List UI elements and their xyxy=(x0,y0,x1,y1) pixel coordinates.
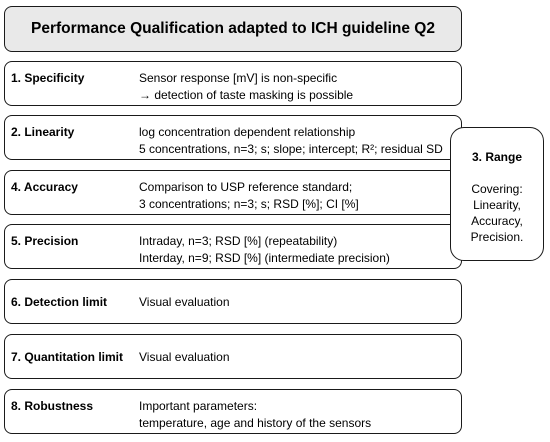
row-quantitation-limit: 7. Quantitation limit Visual evaluation xyxy=(4,334,462,379)
row-line: Important parameters: xyxy=(139,399,258,413)
row-accuracy: 4. Accuracy Comparison to USP reference … xyxy=(4,170,462,215)
row-line: Interday, n=9; RSD [%] (intermediate pre… xyxy=(139,251,390,265)
range-line: Precision. xyxy=(470,230,524,244)
row-line: Sensor response [mV] is non-specific xyxy=(139,71,338,85)
range-description: Covering: Linearity, Accuracy, Precision… xyxy=(451,181,543,245)
row-line: Visual evaluation xyxy=(139,350,230,364)
row-label: 1. Specificity xyxy=(11,71,85,85)
row-label: 4. Accuracy xyxy=(11,180,78,194)
row-label: 7. Quantitation limit xyxy=(11,350,124,364)
row-line: 5 concentrations, n=3; s; slope; interce… xyxy=(139,142,443,156)
row-line: 3 concentrations; n=3; s; RSD [%]; CI [%… xyxy=(139,197,359,211)
diagram-title: Performance Qualification adapted to ICH… xyxy=(31,20,435,37)
range-line: Linearity, xyxy=(473,198,521,212)
row-description: Comparison to USP reference standard; 3 … xyxy=(139,179,359,213)
row-label: 6. Detection limit xyxy=(11,295,108,309)
row-description: Sensor response [mV] is non-specific → d… xyxy=(139,70,353,104)
row-line: log concentration dependent relationship xyxy=(139,125,356,139)
row-label: 5. Precision xyxy=(11,234,79,248)
row-description: Visual evaluation xyxy=(139,294,230,311)
range-line: Accuracy, xyxy=(471,214,523,228)
range-title: 3. Range xyxy=(471,150,522,164)
row-label: 8. Robustness xyxy=(11,399,94,413)
row-linearity: 2. Linearity log concentration dependent… xyxy=(4,115,462,160)
row-precision: 5. Precision Intraday, n=3; RSD [%] (rep… xyxy=(4,224,462,269)
row-line: Comparison to USP reference standard; xyxy=(139,180,353,194)
row-line: Visual evaluation xyxy=(139,295,230,309)
row-description: Visual evaluation xyxy=(139,349,230,366)
row-robustness: 8. Robustness Important parameters: temp… xyxy=(4,389,462,434)
range-line: Covering: xyxy=(471,182,523,196)
row-description: Important parameters: temperature, age a… xyxy=(139,398,371,432)
row-line: temperature, age and history of the sens… xyxy=(139,416,372,430)
row-line: → detection of taste masking is possible xyxy=(139,88,354,102)
title-box: Performance Qualification adapted to ICH… xyxy=(4,6,462,52)
row-description: Intraday, n=3; RSD [%] (repeatability) I… xyxy=(139,233,390,267)
row-description: log concentration dependent relationship… xyxy=(139,124,443,158)
row-specificity: 1. Specificity Sensor response [mV] is n… xyxy=(4,61,462,106)
row-label: 2. Linearity xyxy=(11,125,75,139)
row-detection-limit: 6. Detection limit Visual evaluation xyxy=(4,279,462,324)
row-line: Intraday, n=3; RSD [%] (repeatability) xyxy=(139,234,338,248)
range-box: 3. Range Covering: Linearity, Accuracy, … xyxy=(450,127,544,261)
